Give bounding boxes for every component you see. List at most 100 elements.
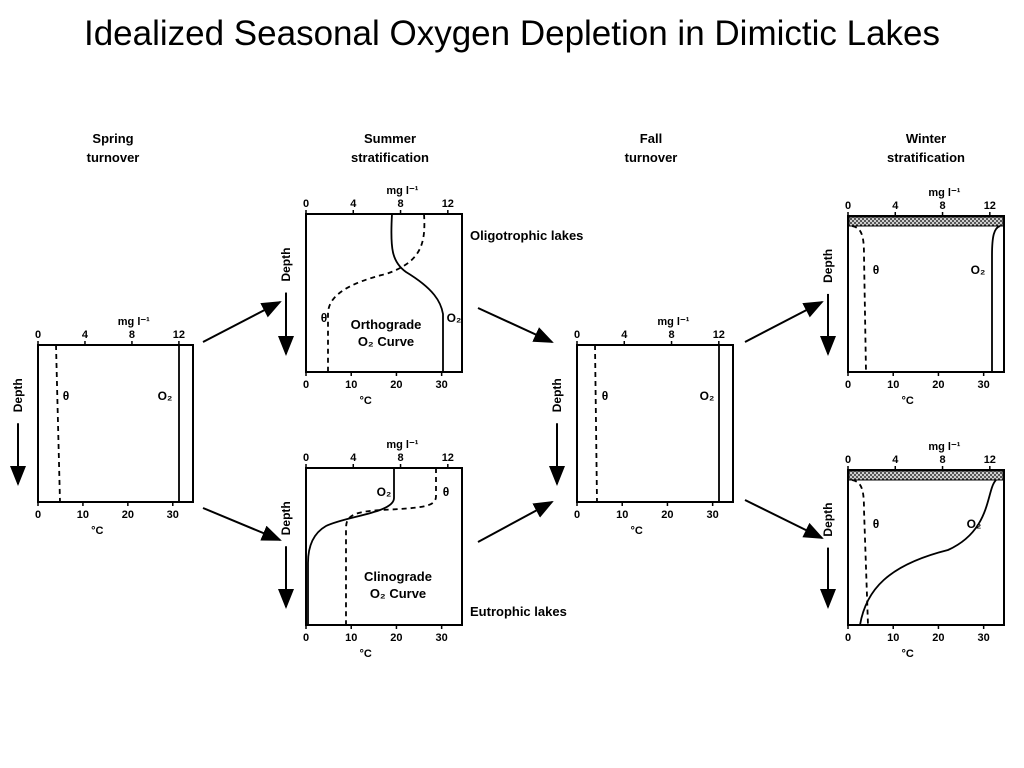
oxygen-tick-label: 8 [668,329,674,341]
ice-layer [848,470,1004,481]
stage-heading-winter: Winter stratification [887,131,965,165]
temperature-tick-label: 30 [167,509,179,521]
stage-heading-fall-line2: turnover [625,150,678,165]
oxygen-tick-label: 0 [35,329,41,341]
temperature-tick-label: 20 [932,632,944,644]
panel-frame [37,344,194,503]
temperature-axis-label: °C [902,648,914,660]
oxygen-tick-label: 0 [303,198,309,210]
oxygen-axis-label: mg l⁻¹ [928,441,960,453]
temperature-tick-label: 10 [345,632,357,644]
temperature-tick-label: 10 [345,379,357,391]
oxygen-profile [991,225,1001,372]
temperature-tick-label: 20 [390,632,402,644]
orthograde-label-line1: Orthograde [351,317,422,332]
stage-heading-spring-line2: turnover [87,150,140,165]
panel-frame [305,467,463,626]
oxygen-tick-label: 4 [892,200,899,212]
temperature-tick-label: 20 [932,379,944,391]
oxygen-tick-label: 8 [397,452,403,464]
temperature-profile [345,468,437,625]
oxygen-tick-label: 8 [397,198,403,210]
oxygen-tick-label: 12 [984,454,996,466]
temperature-tick-label: 0 [845,632,851,644]
right-arrow-icon [477,307,554,343]
temperature-tick-label: 30 [707,509,719,521]
oxygen-symbol: O₂ [447,311,462,325]
right-arrow-icon [744,301,824,343]
temperature-profile [594,344,598,503]
panel-frame [847,469,1005,626]
oxygen-symbol: O₂ [700,389,715,403]
stage-heading-winter-line1: Winter [906,131,946,146]
temperature-tick-label: 30 [436,632,448,644]
temperature-profile [55,344,61,503]
temperature-symbol: θ [321,311,328,325]
temperature-axis-label: °C [902,395,914,407]
temperature-symbol: θ [63,389,70,403]
temperature-tick-label: 0 [35,509,41,521]
temperature-tick-label: 0 [845,379,851,391]
temperature-tick-label: 0 [303,632,309,644]
right-arrow-icon [202,301,282,343]
oxygen-tick-label: 4 [621,329,628,341]
temperature-axis-label: °C [631,525,643,537]
orthograde-label-line2: O₂ Curve [358,334,414,349]
depth-label: Depth [550,378,564,412]
temperature-tick-label: 10 [77,509,89,521]
oxygen-tick-label: 12 [984,200,996,212]
stage-heading-fall-line1: Fall [640,131,662,146]
temperature-axis-label: °C [360,648,372,660]
stage-heading-winter-line2: stratification [887,150,965,165]
stage-heading-fall: Fall turnover [625,131,678,165]
oxygen-tick-label: 12 [173,329,185,341]
oxygen-symbol: O₂ [967,517,982,531]
oxygen-symbol: O₂ [971,263,986,277]
temperature-tick-label: 10 [616,509,628,521]
temperature-tick-label: 10 [887,632,899,644]
oxygen-tick-label: 8 [129,329,135,341]
temperature-profile [851,225,867,373]
depth-label: Depth [821,503,835,537]
temperature-profile [851,479,869,626]
depth-label: Depth [279,501,293,535]
oxygen-tick-label: 12 [442,452,454,464]
oxygen-axis-label: mg l⁻¹ [386,185,418,197]
panel-frame [305,213,463,373]
oxygen-profile [307,468,395,625]
temperature-symbol: θ [602,389,609,403]
oxygen-profile [859,479,997,626]
panel-frame [576,344,734,503]
ice-layer [848,216,1004,227]
oxygen-symbol: O₂ [377,485,392,499]
oxygen-tick-label: 0 [574,329,580,341]
oxygen-symbol: O₂ [158,389,173,403]
temperature-tick-label: 0 [574,509,580,521]
temperature-symbol: θ [443,485,450,499]
oxygen-tick-label: 4 [350,198,357,210]
oxygen-profile [390,213,444,372]
temperature-axis-label: °C [360,395,372,407]
oxygen-tick-label: 8 [939,454,945,466]
transition-arrows [202,301,824,543]
oxygen-tick-label: 4 [82,329,89,341]
temperature-tick-label: 10 [887,379,899,391]
temperature-tick-label: 30 [436,379,448,391]
oxygen-tick-label: 8 [939,200,945,212]
right-arrow-icon [744,499,824,539]
temperature-axis-label: °C [91,525,103,537]
eutrophic-label: Eutrophic lakes [470,604,567,619]
oxygen-axis-label: mg l⁻¹ [386,439,418,451]
oxygen-tick-label: 0 [845,200,851,212]
stage-heading-spring-line1: Spring [92,131,133,146]
